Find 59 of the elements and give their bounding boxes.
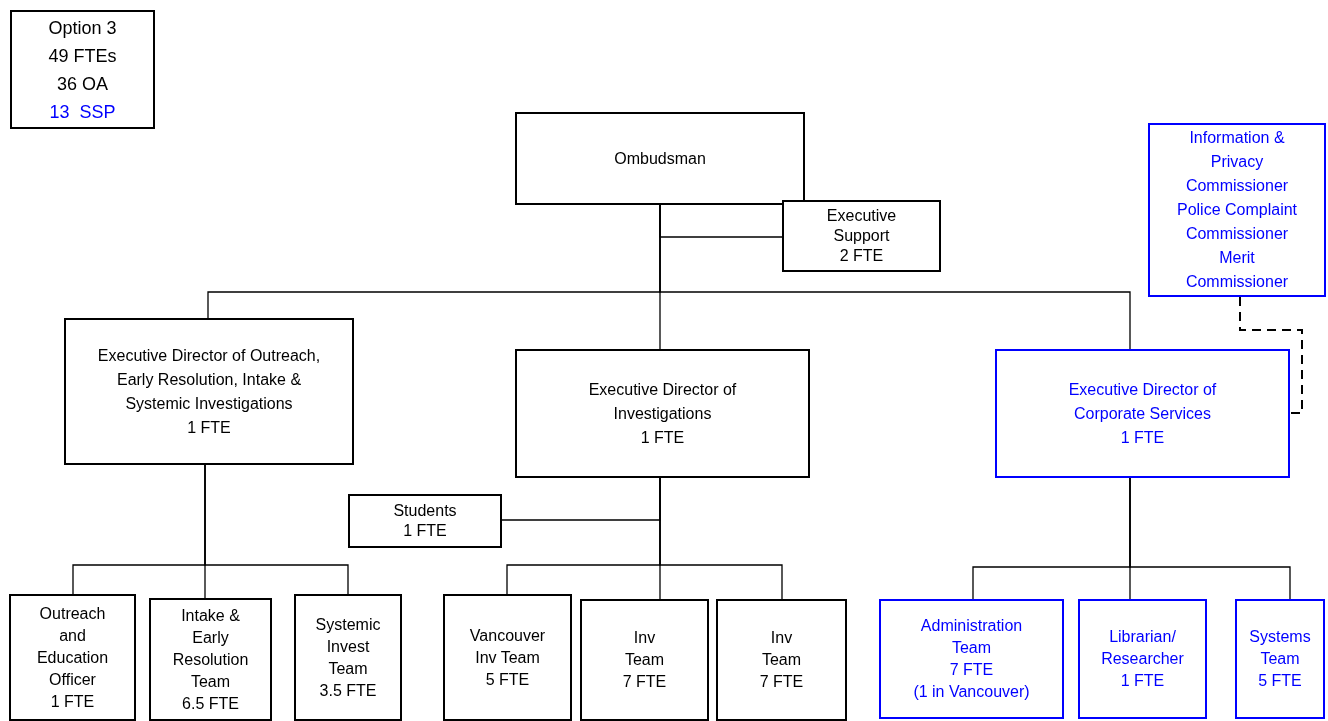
connector-line	[659, 204, 783, 238]
unit-name: Systemic Invest Team	[314, 614, 382, 679]
staff-count: 1 FTE	[1120, 671, 1165, 691]
org-box	[716, 599, 847, 721]
connector-line	[659, 477, 783, 600]
unit-name: Administration Team	[919, 616, 1024, 658]
org-box	[10, 10, 155, 129]
org-box	[1235, 599, 1325, 719]
unit-name: Ombudsman	[614, 148, 706, 169]
org-box	[64, 318, 354, 465]
summary-line: 13 SSP	[49, 100, 116, 124]
unit-name: Intake & Early Resolution Team	[171, 605, 250, 692]
unit-name: 7 FTE	[949, 660, 994, 680]
staff-count: Merit Commissioner	[1184, 248, 1290, 292]
staff-count: 1 FTE	[640, 427, 685, 448]
org-box	[580, 599, 709, 721]
summary-line: 36 OA	[57, 72, 108, 96]
unit-name: Executive Director of Investigations	[587, 379, 738, 424]
org-box	[1148, 123, 1326, 297]
org-box	[149, 598, 272, 721]
org-box	[879, 599, 1064, 719]
connector-line	[1129, 477, 1291, 600]
org-box	[515, 112, 805, 205]
staff-count: (1 in Vancouver)	[913, 682, 1030, 702]
org-box	[782, 200, 941, 272]
staff-count: 5 FTE	[485, 669, 530, 690]
org-box	[995, 349, 1290, 478]
org-box	[1078, 599, 1207, 719]
org-box	[515, 349, 810, 478]
summary-line: Option 3	[48, 16, 117, 40]
unit-name: Inv Team	[623, 628, 666, 670]
unit-name: Executive Director of Outreach, Early Resolution, Intake & Systemic Investigations	[96, 345, 322, 414]
org-box	[348, 494, 502, 548]
unit-name: Inv Team	[760, 628, 803, 670]
org-box	[443, 594, 572, 721]
unit-name: Police Complaint Commissioner	[1175, 200, 1299, 244]
staff-count: 6.5 FTE	[182, 693, 239, 714]
staff-count: 1 FTE	[187, 417, 231, 438]
unit-name: Vancouver Inv Team	[468, 625, 547, 668]
summary-line: 49 FTEs	[48, 44, 117, 68]
connector-line	[204, 464, 349, 595]
unit-name: Information & Privacy Commissioner	[1184, 128, 1290, 196]
staff-count: 1 FTE	[1120, 427, 1165, 448]
staff-count: 5 FTE	[1258, 671, 1302, 691]
unit-name: Systems Team	[1248, 627, 1312, 669]
staff-count: 1 FTE	[403, 521, 447, 541]
org-box	[294, 594, 402, 721]
staff-count: 7 FTE	[759, 672, 804, 692]
staff-count: 3.5 FTE	[319, 680, 377, 701]
staff-count: 2 FTE	[839, 246, 884, 266]
dashed-connector	[1239, 296, 1303, 414]
unit-name: Executive Support	[825, 206, 898, 246]
unit-name: Librarian/ Researcher	[1100, 627, 1185, 669]
unit-name: Outreach and Education Officer	[35, 603, 110, 690]
unit-name: Executive Director of Corporate Services	[1067, 379, 1218, 424]
staff-count: 1 FTE	[50, 691, 95, 712]
org-box	[9, 594, 136, 721]
unit-name: Students	[393, 501, 457, 521]
staff-count: 7 FTE	[622, 672, 667, 692]
